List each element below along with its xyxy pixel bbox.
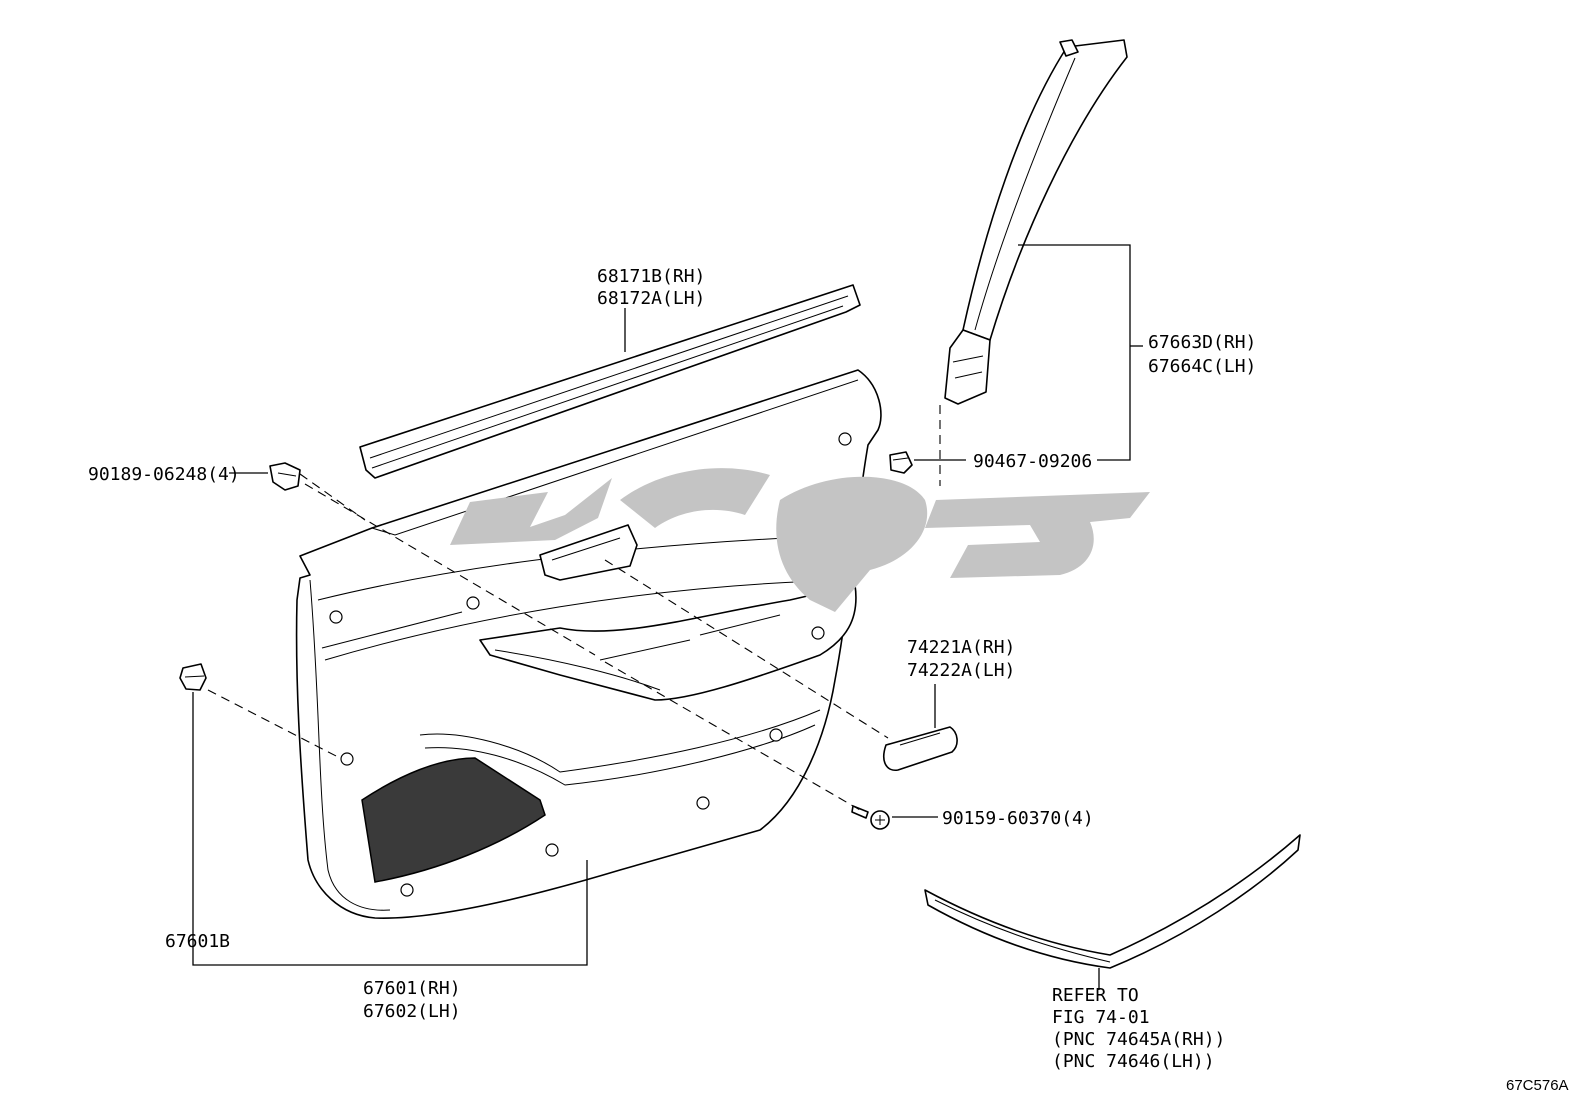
pillar-garnish [944, 39, 1128, 405]
label-pillar-garnish-rh: 67663D(RH) [1148, 332, 1256, 353]
label-clip-90189: 90189-06248(4) [88, 464, 240, 485]
label-refer-line-1: REFER TO [1052, 985, 1139, 1006]
label-window-weatherstrip-lh: 68172A(LH) [597, 288, 705, 309]
pull-handle-cover [883, 726, 958, 771]
label-door-trim-rh: 67601(RH) [363, 978, 461, 999]
window-weatherstrip [359, 284, 861, 479]
label-pull-handle-rh: 74221A(RH) [907, 637, 1015, 658]
watermark-logo [450, 468, 1150, 612]
label-clip-90467: 90467-09206 [973, 451, 1092, 472]
clip-67601b [179, 663, 207, 691]
screw-90159 [851, 805, 890, 830]
clip-90189 [269, 462, 301, 491]
label-pull-handle-lh: 74222A(LH) [907, 660, 1015, 681]
label-screw-90159: 90159-60370(4) [942, 808, 1094, 829]
label-door-trim-lh: 67602(LH) [363, 1001, 461, 1022]
label-refer-line-2: FIG 74-01 [1052, 1007, 1150, 1028]
label-refer-line-3: (PNC 74645A(RH)) [1052, 1029, 1225, 1050]
label-pillar-garnish-lh: 67664C(LH) [1148, 356, 1256, 377]
lower-garnish [924, 834, 1301, 969]
label-refer-line-4: (PNC 74646(LH)) [1052, 1051, 1215, 1072]
label-window-weatherstrip-rh: 68171B(RH) [597, 266, 705, 287]
figure-code: 67C576A [1506, 1077, 1569, 1094]
clip-90467 [889, 451, 913, 474]
speaker-grille [361, 757, 546, 883]
label-clip-67601b: 67601B [165, 931, 230, 952]
